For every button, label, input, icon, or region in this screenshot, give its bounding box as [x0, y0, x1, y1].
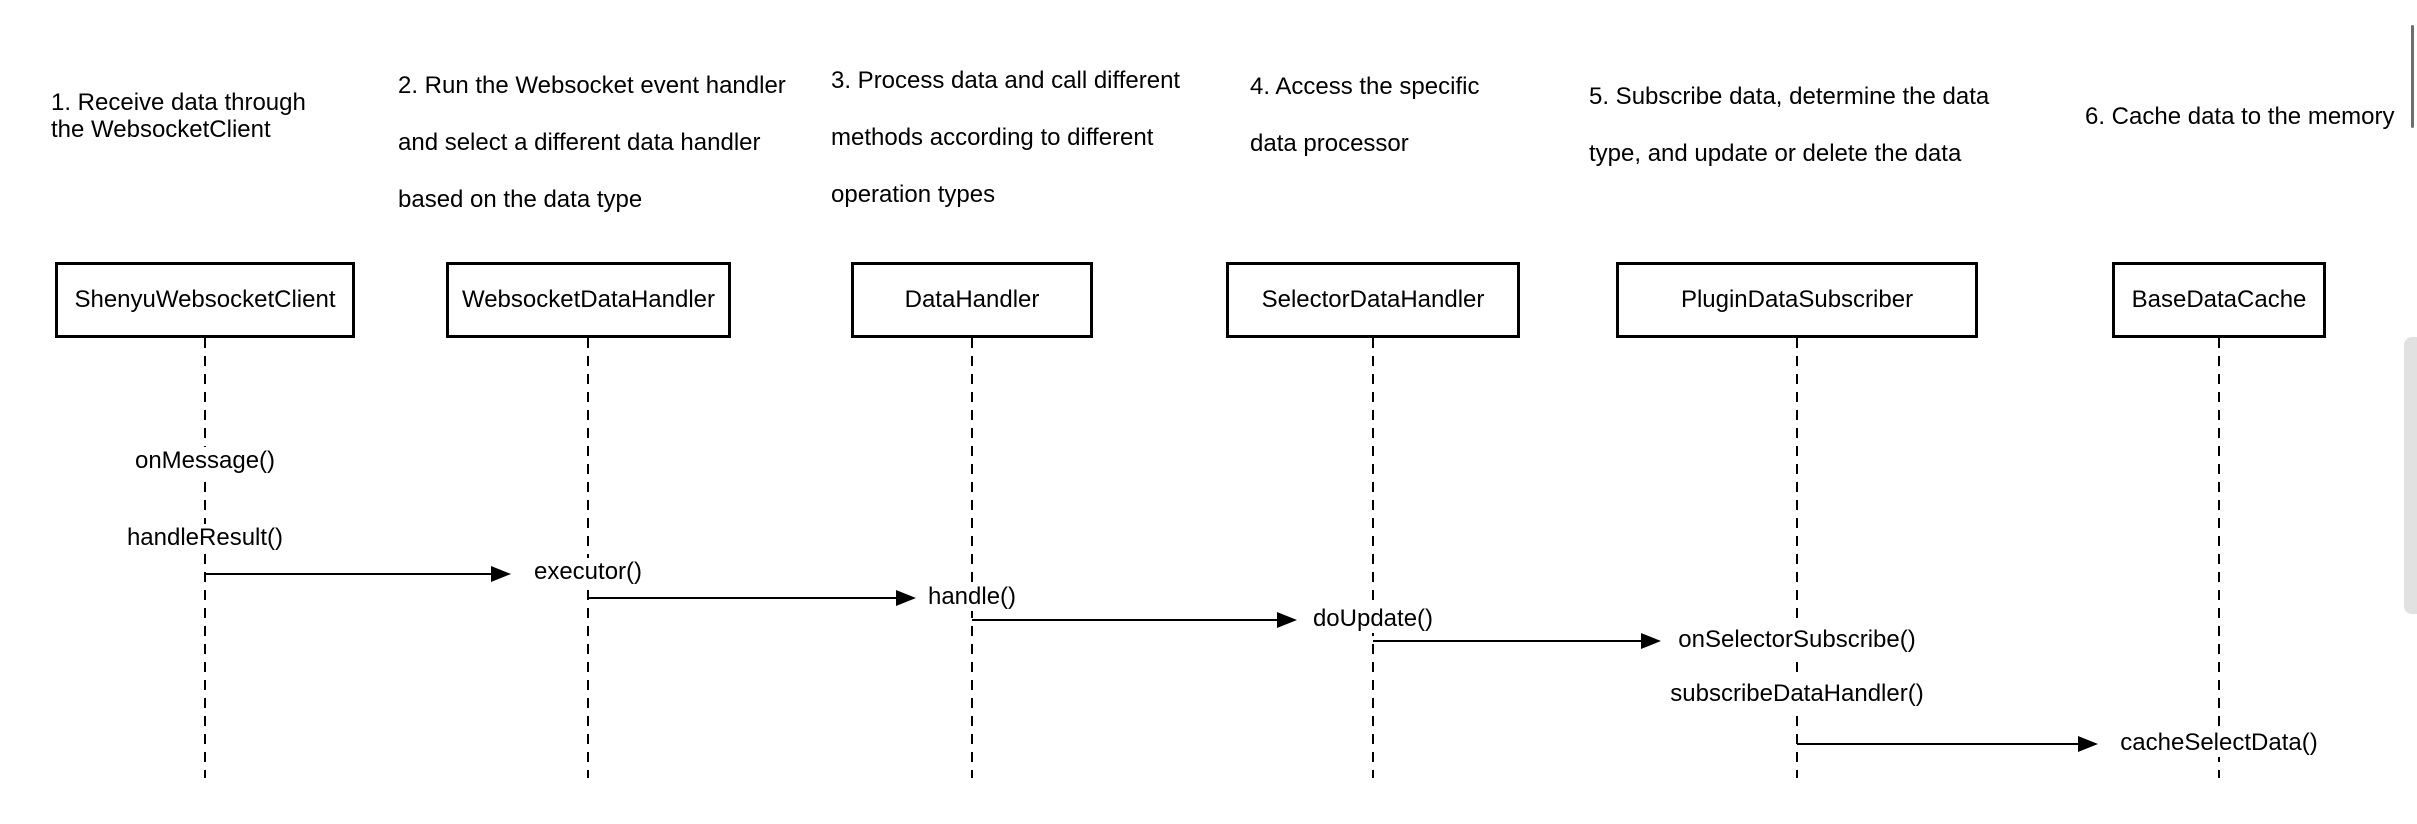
- scrollbar-thumb-dark[interactable]: [2411, 25, 2414, 128]
- participant-box-websocket-data-handler: WebsocketDataHandler: [446, 262, 731, 338]
- message-label-handle-result: handleResult(): [123, 524, 287, 552]
- annotation-step-5: 5. Subscribe data, determine the data ty…: [1589, 68, 1989, 182]
- annotation-line: 4. Access the specific: [1250, 73, 1480, 100]
- annotation-line: 6. Cache data to the memory: [2085, 103, 2395, 130]
- participant-box-plugin-data-subscriber: PluginDataSubscriber: [1616, 262, 1978, 338]
- participant-label: ShenyuWebsocketClient: [74, 286, 336, 313]
- annotation-step-4: 4. Access the specific data processor: [1250, 58, 1479, 172]
- arrow-executor: [205, 566, 511, 582]
- participant-label: PluginDataSubscriber: [1680, 286, 1914, 313]
- arrowhead-icon: [1277, 612, 1297, 628]
- lifeline-data-handler: [971, 338, 973, 778]
- annotation-line: methods according to different: [831, 124, 1154, 151]
- annotation-line: 1. Receive data through: [51, 89, 306, 116]
- arrowhead-icon: [896, 590, 916, 606]
- participant-label: SelectorDataHandler: [1261, 286, 1485, 313]
- lifeline-base-data-cache: [2218, 338, 2220, 778]
- message-label-cache-select-data: cacheSelectData(): [2117, 729, 2321, 757]
- annotation-step-6: 6. Cache data to the memory: [2085, 103, 2395, 130]
- arrow-shaft: [588, 597, 898, 599]
- message-label-on-message: onMessage(): [131, 447, 279, 475]
- participant-box-data-handler: DataHandler: [851, 262, 1093, 338]
- participant-box-selector-data-handler: SelectorDataHandler: [1226, 262, 1520, 338]
- message-label-executor: executor(): [530, 558, 646, 586]
- participant-label: DataHandler: [904, 286, 1040, 313]
- arrow-shaft: [1797, 743, 2080, 745]
- participant-box-base-data-cache: BaseDataCache: [2112, 262, 2326, 338]
- scrollbar-thumb[interactable]: [2404, 337, 2417, 614]
- message-label-on-selector-subscribe: onSelectorSubscribe(): [1675, 626, 1919, 654]
- lifeline-plugin-data-subscriber: [1796, 338, 1798, 778]
- annotation-line: 5. Subscribe data, determine the data: [1589, 83, 1990, 110]
- annotation-line: operation types: [831, 181, 996, 208]
- arrow-cache-select-data: [1797, 736, 2098, 752]
- annotation-line: the WebsocketClient: [51, 116, 271, 143]
- arrowhead-icon: [491, 566, 511, 582]
- annotation-line: data processor: [1250, 130, 1409, 157]
- participant-label: BaseDataCache: [2131, 286, 2307, 313]
- lifeline-selector-data-handler: [1372, 338, 1374, 778]
- annotation-step-2: 2. Run the Websocket event handler and s…: [398, 57, 786, 228]
- annotation-step-3: 3. Process data and call different metho…: [831, 52, 1180, 223]
- arrow-handle: [588, 590, 916, 606]
- annotation-line: 3. Process data and call different: [831, 67, 1181, 94]
- arrow-shaft: [1373, 640, 1643, 642]
- arrow-on-selector-subscribe: [1373, 633, 1661, 649]
- participant-box-shenyu-websocket-client: ShenyuWebsocketClient: [55, 262, 355, 338]
- annotation-line: based on the data type: [398, 186, 643, 213]
- annotation-line: type, and update or delete the data: [1589, 140, 1962, 167]
- message-label-subscribe-data-handler: subscribeDataHandler(): [1667, 680, 1927, 708]
- arrow-do-update: [972, 612, 1297, 628]
- message-label-do-update: doUpdate(): [1309, 605, 1437, 633]
- arrow-shaft: [205, 573, 493, 575]
- arrow-shaft: [972, 619, 1279, 621]
- annotation-line: and select a different data handler: [398, 129, 761, 156]
- participant-label: WebsocketDataHandler: [461, 286, 716, 313]
- arrowhead-icon: [1641, 633, 1661, 649]
- annotation-line: 2. Run the Websocket event handler: [398, 72, 786, 99]
- message-label-handle: handle(): [924, 583, 1020, 611]
- annotation-step-1: 1. Receive data through the WebsocketCli…: [51, 89, 306, 143]
- arrowhead-icon: [2078, 736, 2098, 752]
- lifeline-shenyu-websocket-client: [204, 338, 206, 778]
